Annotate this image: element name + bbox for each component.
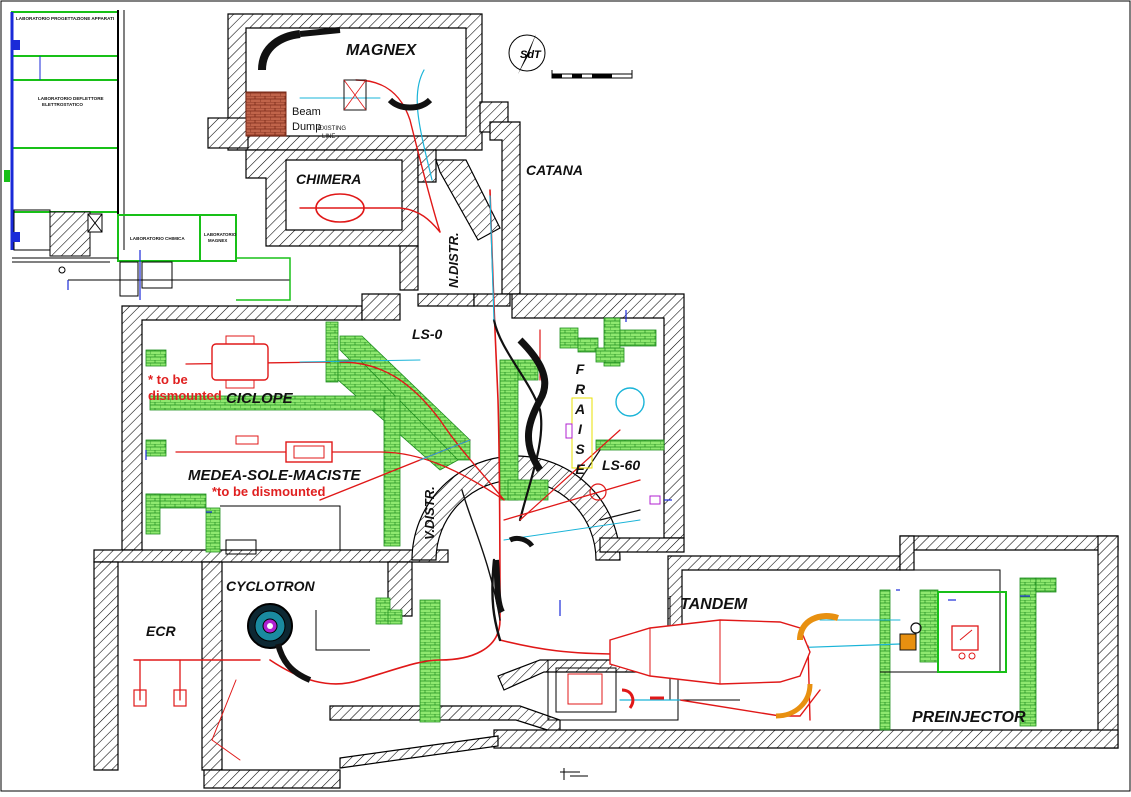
medea-label: MEDEA-SOLE-MACISTE [188,467,361,484]
ls60-chamber [589,483,607,501]
fraise-chamber [615,387,645,417]
catana-label: CATANA [526,162,583,178]
extraction-magnets [275,643,312,683]
ls60-label: LS-60 [602,457,640,473]
beam-lines [133,69,901,761]
lab-deflector-label-1: LABORATORIO DEFLETTORE [38,96,104,101]
dipole-magnet-icon-2 [775,683,813,719]
ciclope-label: CICLOPE [226,390,294,407]
tandem-vessel [609,619,811,685]
ciclope-dismount-note-1: * to be [148,372,188,387]
medea-dismount-note: *to be dismounted [212,484,325,499]
north-arrow-icon [508,34,546,74]
chimera-label: CHIMERA [296,171,361,187]
existing-line-label-2: LINE [322,134,335,140]
building-outlines [220,505,1007,780]
lower-corridor-device [567,673,603,705]
fraise-letter-3: A [574,401,585,417]
v-distr-label: V.DISTR. [422,486,437,540]
ciclope-chamber [211,335,269,389]
blue-markers [67,250,1030,616]
beam-dump-label-2: Dump [292,121,321,133]
lab-magnex-label-2: MAGNEX [208,238,227,243]
lab-chem-label: LABORATORIO CHIMICA [130,236,185,241]
laboratories-block [4,10,291,301]
ecr-label: ECR [146,623,176,639]
lab-magnex-label-1: LABORATORIO [204,232,237,237]
distribution-magnet [493,559,505,614]
fraise-letter-5: S [575,441,585,457]
ls0-label: LS-0 [412,326,443,342]
cyclotron-icon [247,603,293,649]
cyclotron-label: CYCLOTRON [226,578,316,594]
fraise-letter-2: R [575,381,586,397]
purple-marker [649,495,661,505]
magnex-label: MAGNEX [346,42,418,59]
scale-bar-icon [551,70,633,79]
preinjector-source [899,622,979,660]
chimera-chamber [315,193,365,223]
tandem-label: TANDEM [680,596,748,613]
beam-dump-label-1: Beam [292,106,321,118]
n-distr-label: N.DISTR. [446,232,461,288]
fraise-letter-6: E [575,461,585,477]
preinjector-label: PREINJECTOR [912,709,1026,726]
analysing-magnet-chain [517,337,549,472]
existing-line-label-1: EXISTING [318,126,346,132]
magnex-spectrometer [258,27,433,111]
medea-chamber [235,435,333,463]
ciclope-dismount-note-2: dismounted [148,388,222,403]
fraise-letter-1: F [576,361,585,377]
ecr-sources [133,689,187,707]
lab-design-label: LABORATORIO PROGETTAZIONE APPARATI [16,16,114,21]
logo-text: SdT [520,49,542,61]
lab-deflector-label-2: ELETTROSTATICO [42,102,83,107]
dipole-magnet-icon [797,613,839,641]
beam-dump-block [245,91,287,137]
fraise-letter-4: I [578,421,583,437]
